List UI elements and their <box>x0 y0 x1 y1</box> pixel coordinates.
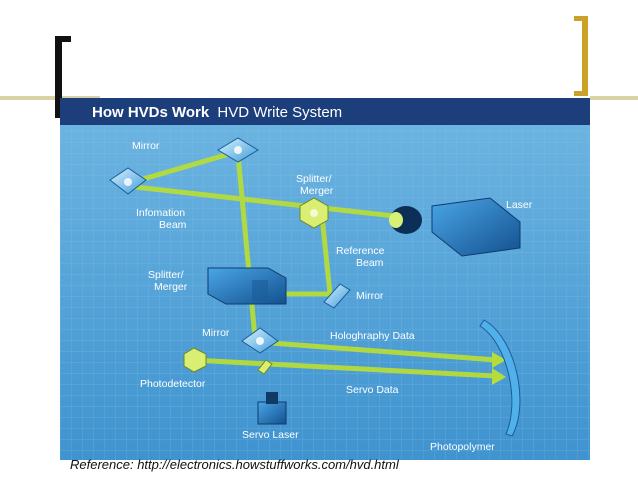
right-bracket <box>582 16 588 96</box>
laser-icon <box>389 197 521 257</box>
top-rule-right <box>590 96 638 100</box>
label-reference-beam-1: Reference <box>336 245 385 257</box>
photopolymer-icon <box>479 319 521 437</box>
label-mirror-lower: Mirror <box>202 327 230 339</box>
photodetector-icon <box>183 347 207 373</box>
servo-arrowhead <box>492 368 506 385</box>
header-title-regular: HVD Write System <box>217 104 342 121</box>
beam-info-horizontal <box>123 183 415 221</box>
label-splitter-top: Splitter/ Merger <box>296 173 335 197</box>
splitter-top-icon <box>299 197 329 229</box>
small-splitter-icon <box>257 359 273 375</box>
mirror-top-icon <box>217 137 259 163</box>
beam-servo <box>189 357 499 379</box>
holography-arrowhead <box>492 352 506 368</box>
label-splitter-mid-1: Splitter/ <box>148 269 184 281</box>
label-information-beam-1: Infomation <box>136 207 185 219</box>
label-photopolymer: Photopolymer <box>430 441 495 453</box>
left-bracket-top <box>55 36 71 42</box>
header-title-bold: How HVDs Work <box>92 104 210 121</box>
label-splitter-top-2: Merger <box>300 185 334 197</box>
servo-laser-icon <box>257 392 287 425</box>
label-photodetector: Photodetector <box>140 378 206 390</box>
label-servo-data: Servo Data <box>346 384 399 396</box>
header-title: How HVDs Work HVD Write System <box>92 104 342 121</box>
beams <box>123 149 499 379</box>
label-reference-beam-2: Beam <box>356 257 384 269</box>
label-splitter-mid-2: Merger <box>154 281 188 293</box>
splitter-mid-icon <box>207 267 287 305</box>
label-mirror-mid: Mirror <box>356 290 384 302</box>
mirror-lower-icon <box>241 327 279 354</box>
label-mirror-top: Mirror <box>132 140 160 152</box>
beam-mirror-down <box>235 151 258 341</box>
beam-reference-down <box>319 213 333 297</box>
beam-holography <box>255 339 499 363</box>
label-reference-beam: Reference Beam <box>336 245 387 269</box>
label-splitter-mid: Splitter/ Merger <box>148 269 188 293</box>
label-servo-laser: Servo Laser <box>242 429 299 441</box>
label-laser: Laser <box>506 199 533 211</box>
label-information-beam: Infomation Beam <box>136 207 188 231</box>
hvd-write-system-diagram: How HVDs Work HVD Write System <box>60 98 590 460</box>
top-rule-left <box>0 96 100 100</box>
left-bracket <box>55 36 62 118</box>
label-splitter-top-1: Splitter/ <box>296 173 332 185</box>
right-bracket-bottom <box>574 91 588 96</box>
right-bracket-top <box>574 16 588 21</box>
label-information-beam-2: Beam <box>159 219 187 231</box>
mirror-mid-icon <box>323 283 351 309</box>
reference-caption: Reference: http://electronics.howstuffwo… <box>70 457 399 472</box>
mirror-left-icon <box>109 167 147 195</box>
label-holography-data: Hologhraphy Data <box>330 330 415 342</box>
header-bar <box>60 98 590 125</box>
